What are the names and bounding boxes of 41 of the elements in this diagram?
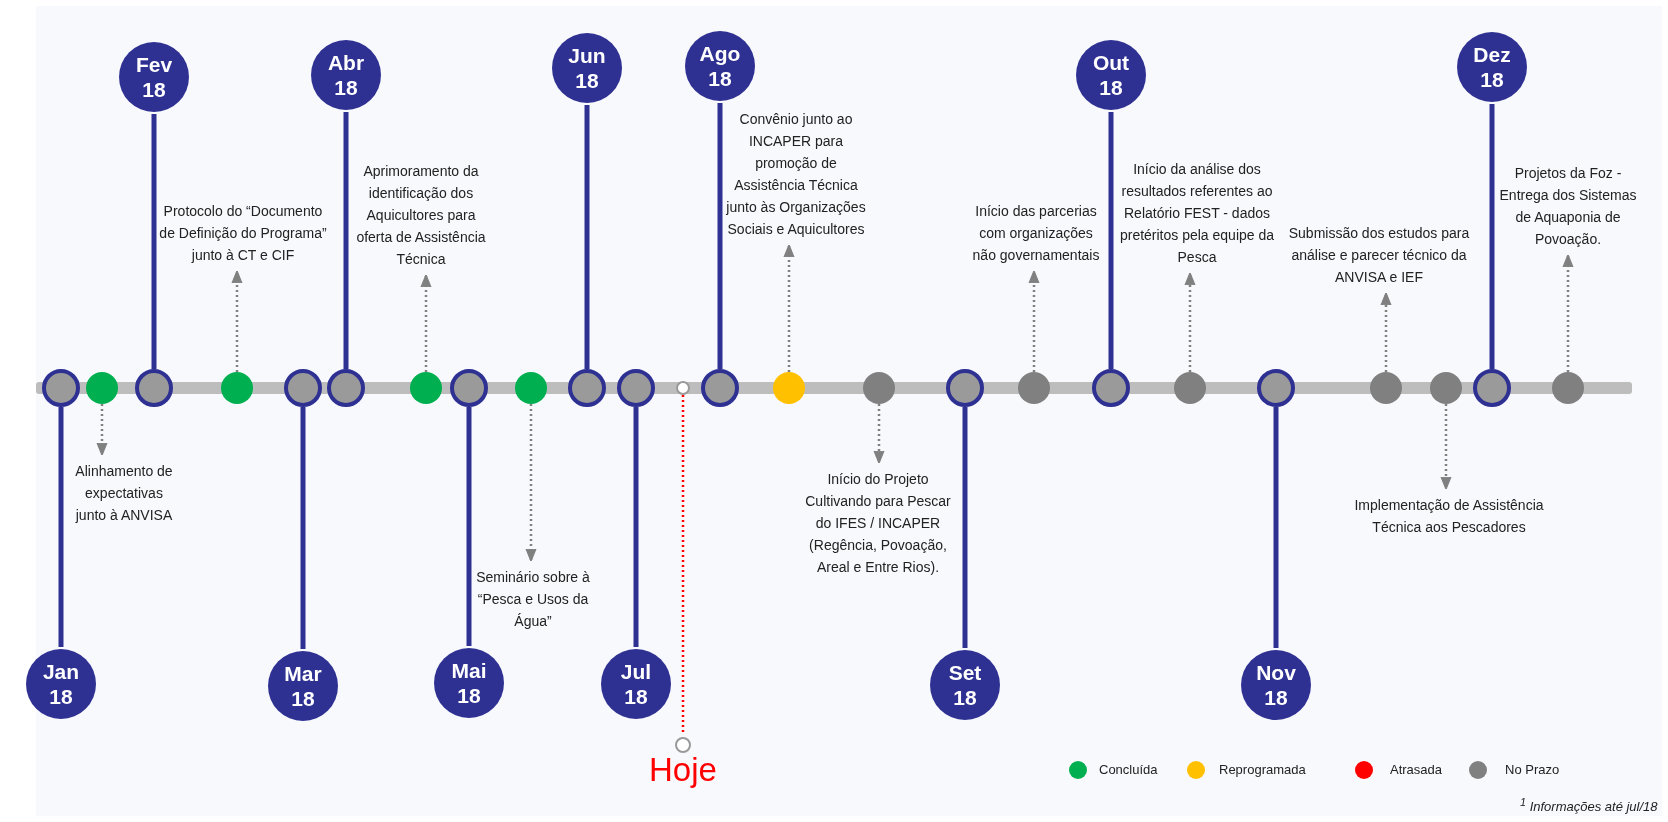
stem-line	[58, 407, 64, 647]
stem-line	[962, 407, 968, 648]
milestone-text: Início da análise dos resultados referentes ao Relatório FEST - dados pretéritos pela equipe da Pesca	[1117, 158, 1277, 268]
stem-line	[1273, 407, 1279, 648]
milestone-text: Aprimoramento da identificação dos Aquicultores para oferta de Assistência Técnica	[351, 160, 491, 270]
stem-line	[151, 114, 157, 369]
stem-line	[343, 112, 349, 369]
stem-line	[1489, 104, 1495, 369]
footnote: $^{1}$ Informações até jul/18	[1520, 796, 1658, 815]
legend-label: Concluída	[1099, 761, 1158, 779]
dotted-arrow	[420, 274, 432, 372]
milestone-text: Início das parcerias com organizações não governamentais	[966, 200, 1106, 266]
milestone-text: Projetos da Foz - Entrega dos Sistemas de Aquaponia de Povoação.	[1498, 162, 1638, 250]
dotted-line	[681, 395, 685, 735]
stem-line	[300, 407, 306, 649]
dotted-arrow	[231, 270, 243, 372]
stem-line	[1108, 112, 1114, 369]
legend-label: Reprogramada	[1219, 761, 1306, 779]
milestone-text: Seminário sobre à “Pesca e Usos da Água”	[475, 566, 591, 632]
milestone-text: Início do Projeto Cultivando para Pescar do IFES / INCAPER (Regência, Povoação, Areal e Entre Rios).	[802, 468, 954, 578]
dotted-arrow	[525, 404, 537, 562]
milestone-text: Convênio junto ao INCAPER para promoção de Assistência Técnica junto às Organizações Sociais e Aquicultores	[726, 108, 866, 240]
dotted-arrow	[873, 404, 885, 464]
milestone-text: Alinhamento de expectativas junto à ANVISA	[68, 460, 180, 526]
dotted-arrow	[783, 244, 795, 372]
legend-label: No Prazo	[1505, 761, 1560, 779]
dotted-arrow	[1380, 292, 1392, 372]
stem-line	[717, 103, 723, 369]
stem-line	[466, 407, 472, 646]
milestone-text: Submissão dos estudos para análise e parecer técnico da ANVISA e IEF	[1284, 222, 1474, 288]
dotted-arrow	[1028, 270, 1040, 372]
stem-line	[633, 407, 639, 647]
stem-line	[584, 105, 590, 369]
legend-label: Atrasada	[1390, 761, 1443, 779]
dotted-arrow	[1184, 272, 1196, 372]
dotted-arrow	[96, 404, 108, 456]
today-label: Hoje	[649, 751, 717, 789]
dotted-arrow	[1440, 404, 1452, 490]
milestone-text: Implementação de Assistência Técnica aos Pescadores	[1354, 494, 1544, 538]
milestone-text: Protocolo do “Documento de Definição do Programa” junto à CT e CIF	[158, 200, 328, 266]
dotted-arrow	[1562, 254, 1574, 372]
